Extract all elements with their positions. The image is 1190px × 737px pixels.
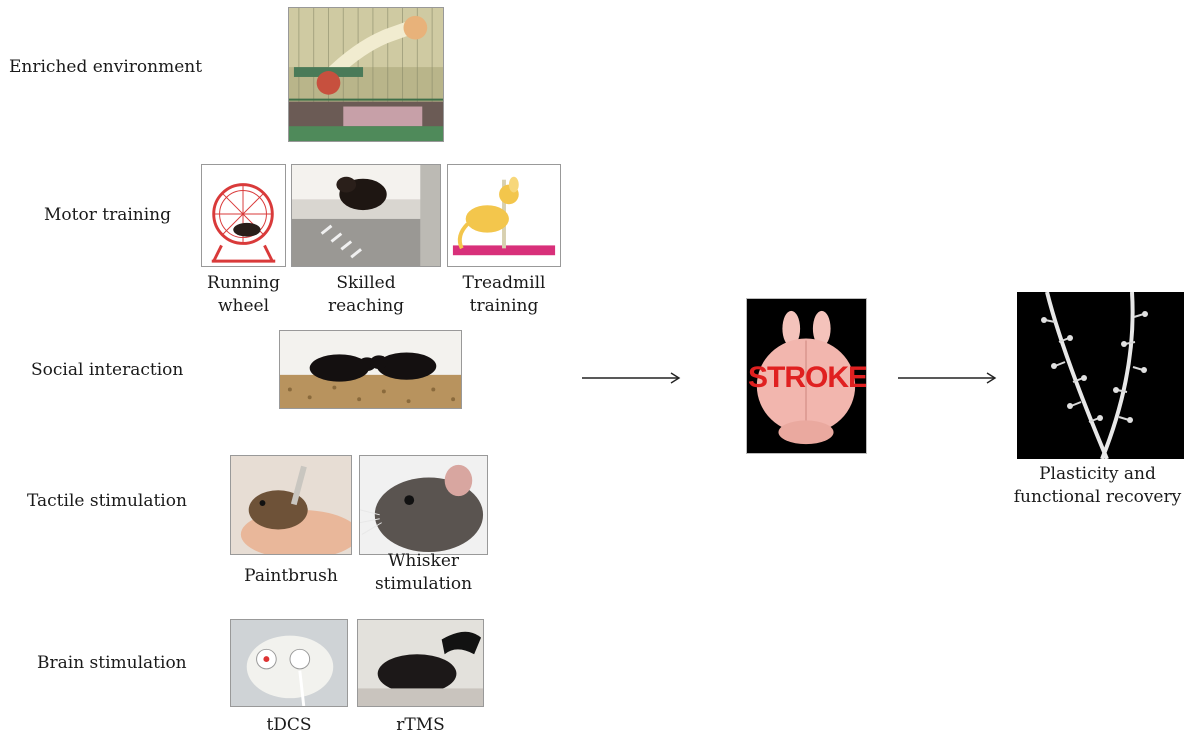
enriched-environment-photo [288, 7, 444, 142]
caption-line: Skilled [336, 273, 396, 293]
treadmill-photo [447, 164, 561, 267]
label-enriched-environment: Enriched environment [9, 57, 203, 77]
caption-line: Treadmill [462, 273, 546, 293]
caption-outcome: Plasticity and functional recovery [1005, 463, 1190, 509]
stroke-brain-photo: STROKE [746, 298, 867, 454]
caption-line: Plasticity and [1039, 464, 1156, 484]
caption-tdcs: tDCS [230, 714, 348, 737]
label-tactile-stimulation: Tactile stimulation [27, 491, 187, 511]
caption-whisker: Whisker stimulation [359, 550, 488, 596]
caption-treadmill: Treadmill training [447, 272, 561, 318]
caption-line: reaching [327, 296, 405, 316]
caption-line: training [469, 296, 539, 316]
caption-rtms: rTMS [357, 714, 484, 737]
rtms-photo [357, 619, 484, 707]
running-wheel-photo [201, 164, 286, 267]
caption-line: stimulation [374, 574, 473, 594]
right-arrow-icon [582, 372, 681, 384]
caption-line: Running [207, 273, 280, 293]
caption-paintbrush: Paintbrush [230, 565, 352, 588]
dendrite-photo [1017, 292, 1184, 459]
caption-line: Paintbrush [244, 566, 338, 586]
caption-skilled-reaching: Skilled reaching [291, 272, 441, 318]
caption-line: Whisker [387, 551, 460, 571]
caption-running-wheel: Running wheel [201, 272, 286, 318]
right-arrow-icon [898, 372, 997, 384]
skilled-reaching-photo [291, 164, 441, 267]
paintbrush-photo [230, 455, 352, 555]
label-brain-stimulation: Brain stimulation [37, 653, 187, 673]
label-motor-training: Motor training [44, 205, 171, 225]
caption-line: wheel [217, 296, 270, 316]
stroke-overlay-text: STROKE [747, 361, 867, 394]
caption-line: functional recovery [1013, 487, 1182, 507]
social-interaction-photo [279, 330, 462, 409]
caption-line: tDCS [266, 715, 312, 735]
caption-line: rTMS [396, 715, 445, 735]
tdcs-photo [230, 619, 348, 707]
label-social-interaction: Social interaction [31, 360, 184, 380]
whisker-photo [359, 455, 488, 555]
